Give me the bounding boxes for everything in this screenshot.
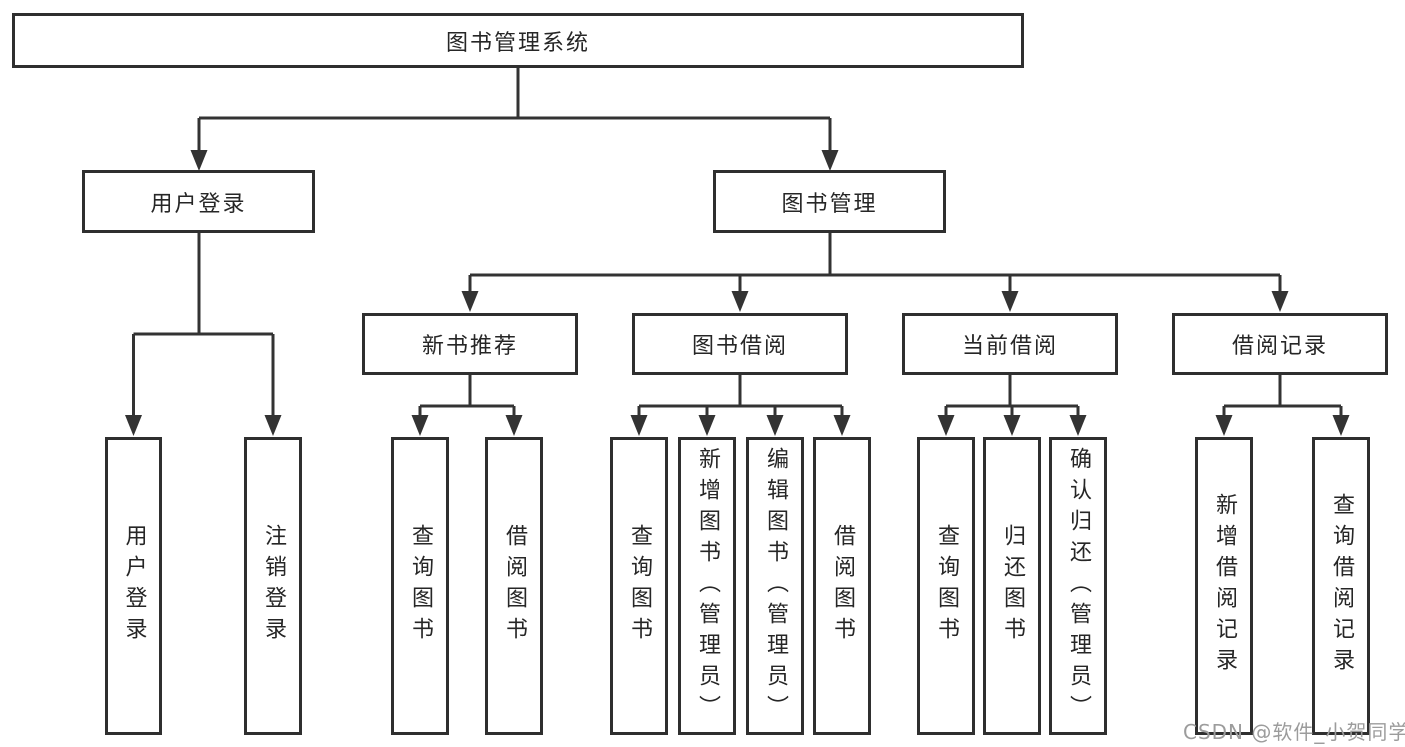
leaf-borrow-books-recommend-label: 借阅图书 [502, 524, 527, 648]
leaf-query-books-recommend: 查询图书 [391, 437, 449, 735]
node-current-borrowing: 当前借阅 [902, 313, 1118, 375]
node-book-management: 图书管理 [713, 170, 946, 233]
leaf-query-books-borrowing-label: 查询图书 [627, 524, 652, 648]
arrowheads [125, 150, 1350, 436]
leaf-borrow-books-borrowing-label: 借阅图书 [830, 524, 855, 648]
leaf-user-login: 用户登录 [105, 437, 162, 735]
node-book-borrowing: 图书借阅 [632, 313, 848, 375]
leaf-logout: 注销登录 [244, 437, 302, 735]
leaf-logout-label: 注销登录 [261, 524, 286, 648]
leaf-confirm-return-admin-label: 确认归还（管理员） [1066, 446, 1091, 726]
leaf-add-borrow-record: 新增借阅记录 [1195, 437, 1253, 735]
leaf-query-books-current: 查询图书 [917, 437, 975, 735]
leaf-borrow-books-borrowing: 借阅图书 [813, 437, 871, 735]
leaf-add-book-admin-label: 新增图书（管理员） [695, 446, 720, 726]
leaf-query-books-recommend-label: 查询图书 [408, 524, 433, 648]
leaf-query-books-borrowing: 查询图书 [610, 437, 668, 735]
node-user-login: 用户登录 [82, 170, 315, 233]
leaf-query-books-current-label: 查询图书 [934, 524, 959, 648]
node-new-book-recommend: 新书推荐 [362, 313, 578, 375]
leaf-edit-book-admin-label: 编辑图书（管理员） [763, 446, 788, 726]
csdn-watermark: CSDN @软件_小贺同学 [1183, 720, 1405, 744]
node-borrow-records: 借阅记录 [1172, 313, 1388, 375]
leaf-user-login-label: 用户登录 [121, 524, 147, 648]
leaf-query-borrow-record: 查询借阅记录 [1312, 437, 1370, 735]
leaf-return-book: 归还图书 [983, 437, 1041, 735]
leaf-return-book-label: 归还图书 [1000, 524, 1025, 648]
leaf-borrow-books-recommend: 借阅图书 [485, 437, 543, 735]
node-library-system: 图书管理系统 [12, 13, 1024, 68]
tree-edges [132, 68, 1343, 417]
leaf-query-borrow-record-label: 查询借阅记录 [1329, 493, 1354, 679]
leaf-add-book-admin: 新增图书（管理员） [678, 437, 736, 735]
leaf-edit-book-admin: 编辑图书（管理员） [746, 437, 804, 735]
leaf-add-borrow-record-label: 新增借阅记录 [1212, 493, 1237, 679]
leaf-confirm-return-admin: 确认归还（管理员） [1049, 437, 1107, 735]
